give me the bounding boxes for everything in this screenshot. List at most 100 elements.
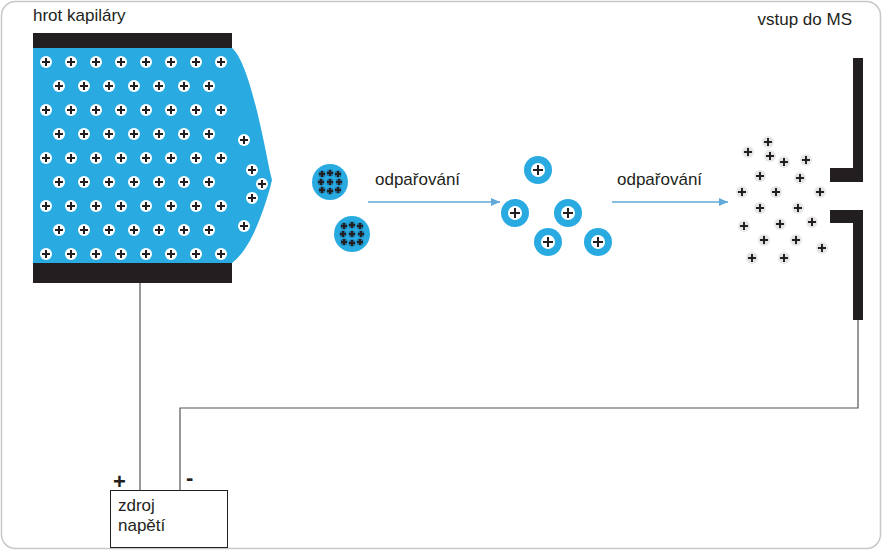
ion-halo bbox=[165, 56, 177, 68]
ion-symbol bbox=[240, 136, 248, 144]
small-droplet bbox=[554, 199, 582, 227]
ion-halo bbox=[115, 152, 127, 164]
ion-halo bbox=[319, 187, 326, 194]
ion-halo bbox=[165, 152, 177, 164]
ion-halo bbox=[319, 171, 326, 178]
ion-symbol bbox=[794, 204, 802, 212]
ion-halo bbox=[78, 224, 90, 236]
ion-symbol bbox=[340, 231, 346, 237]
ion-symbol bbox=[327, 179, 333, 185]
ion-symbol bbox=[818, 244, 826, 252]
ion-symbol bbox=[142, 154, 150, 162]
ion-symbol bbox=[533, 165, 543, 175]
ion-symbol bbox=[67, 58, 75, 66]
process-label: odpařování bbox=[617, 170, 702, 190]
ion-halo bbox=[103, 224, 115, 236]
ion-halo bbox=[349, 222, 356, 229]
ion-symbol bbox=[349, 240, 355, 246]
ion-halo bbox=[816, 242, 828, 254]
ion-symbol bbox=[192, 154, 200, 162]
ion-halo bbox=[65, 104, 77, 116]
ion-symbol bbox=[180, 178, 188, 186]
ion-halo bbox=[778, 156, 790, 168]
ion-halo bbox=[591, 235, 605, 249]
ion-symbol bbox=[180, 82, 188, 90]
ion-halo bbox=[203, 176, 215, 188]
ion-symbol bbox=[42, 58, 50, 66]
ion-symbol bbox=[205, 178, 213, 186]
ion-symbol bbox=[130, 226, 138, 234]
ion-symbol bbox=[756, 172, 764, 180]
ion-symbol bbox=[117, 202, 125, 210]
ion-symbol bbox=[55, 130, 63, 138]
ion-halo bbox=[178, 128, 190, 140]
ion-halo bbox=[754, 170, 766, 182]
ion-symbol bbox=[142, 250, 150, 258]
ion-symbol bbox=[105, 178, 113, 186]
ion-symbol bbox=[563, 208, 573, 218]
ion-halo bbox=[814, 186, 826, 198]
charged-droplet bbox=[334, 216, 370, 252]
ion-symbol bbox=[192, 202, 200, 210]
ion-symbol bbox=[796, 174, 804, 182]
ion-symbol bbox=[155, 226, 163, 234]
ion-halo bbox=[790, 234, 802, 246]
ion-halo bbox=[215, 104, 227, 116]
ion-halo bbox=[115, 104, 127, 116]
ion-halo bbox=[246, 164, 258, 176]
ion-symbol bbox=[357, 239, 363, 245]
ion-halo bbox=[165, 248, 177, 260]
ion-symbol bbox=[192, 58, 200, 66]
ion-symbol bbox=[42, 106, 50, 114]
ion-symbol bbox=[180, 130, 188, 138]
ion-halo bbox=[140, 248, 152, 260]
ion-halo bbox=[256, 178, 268, 190]
ion-symbol bbox=[808, 218, 816, 226]
ion-symbol bbox=[510, 208, 520, 218]
ion-halo bbox=[128, 128, 140, 140]
ion-halo bbox=[215, 200, 227, 212]
ion-halo bbox=[531, 163, 545, 177]
ion-halo bbox=[806, 216, 818, 228]
ion-halo bbox=[40, 104, 52, 116]
ion-halo bbox=[140, 104, 152, 116]
ion-symbol bbox=[92, 154, 100, 162]
ion-halo bbox=[215, 56, 227, 68]
ion-halo bbox=[78, 80, 90, 92]
ion-halo bbox=[115, 200, 127, 212]
ion-symbol bbox=[67, 202, 75, 210]
ion-halo bbox=[90, 200, 102, 212]
ion-halo bbox=[90, 248, 102, 260]
ion-symbol bbox=[180, 226, 188, 234]
ion-halo bbox=[178, 176, 190, 188]
ion-halo bbox=[561, 206, 575, 220]
ion-halo bbox=[754, 202, 766, 214]
ion-halo bbox=[335, 171, 342, 178]
ion-halo bbox=[762, 136, 774, 148]
small-droplet bbox=[501, 199, 529, 227]
ion-halo bbox=[165, 200, 177, 212]
ion-halo bbox=[794, 172, 806, 184]
ion-symbol bbox=[341, 223, 347, 229]
ion-halo bbox=[341, 239, 348, 246]
ms-inlet bbox=[830, 210, 863, 320]
ion-halo bbox=[764, 150, 776, 162]
small-droplet bbox=[524, 156, 552, 184]
ion-halo bbox=[53, 80, 65, 92]
ion-halo bbox=[153, 176, 165, 188]
ion-halo bbox=[327, 170, 334, 177]
ion-symbol bbox=[167, 154, 175, 162]
ion-halo bbox=[90, 152, 102, 164]
ion-symbol bbox=[335, 187, 341, 193]
ion-symbol bbox=[802, 156, 810, 164]
ion-halo bbox=[103, 128, 115, 140]
ion-halo bbox=[40, 200, 52, 212]
ion-symbol bbox=[756, 204, 764, 212]
ion-halo bbox=[53, 176, 65, 188]
ion-halo bbox=[53, 128, 65, 140]
ion-symbol bbox=[167, 58, 175, 66]
ion-symbol bbox=[258, 180, 266, 188]
ion-symbol bbox=[740, 222, 748, 230]
ion-symbol bbox=[205, 130, 213, 138]
